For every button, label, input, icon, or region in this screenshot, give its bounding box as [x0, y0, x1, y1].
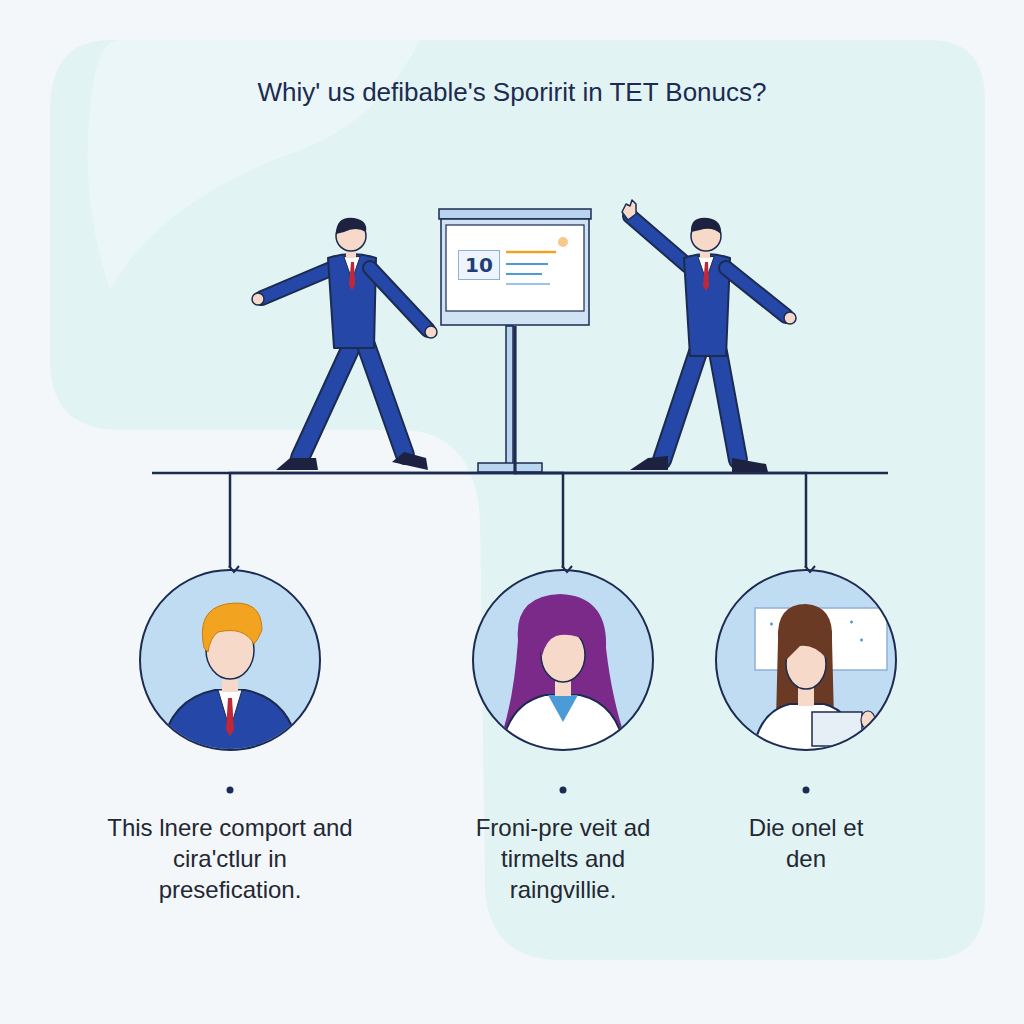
caption-text: Die onel et den — [746, 812, 866, 874]
avatar-woman — [473, 570, 653, 760]
avatar-circle: This lnere comport and cira'ctlur in pre… — [100, 570, 360, 906]
screen-number: 10 — [458, 250, 500, 280]
connector-arrow — [515, 326, 806, 568]
diagram-title: Whiy' us defibable's Sporirit in TET Bon… — [212, 70, 812, 115]
connector-arrow — [230, 326, 515, 568]
connector-arrow — [515, 326, 563, 568]
circle-outline — [433, 570, 693, 752]
board-stand — [506, 326, 513, 466]
presentation-board: 10 — [438, 208, 592, 326]
board-base — [478, 463, 542, 472]
bullet-dot — [803, 787, 810, 794]
circle-outline — [676, 570, 936, 752]
avatar-laptop-woman — [716, 570, 896, 760]
bullet-dot — [560, 787, 567, 794]
bullet-dot — [227, 787, 234, 794]
walking-man — [252, 218, 437, 470]
circle-outline — [100, 570, 360, 752]
caption-text: This lnere comport and cira'ctlur in pre… — [105, 812, 355, 906]
caption-text: Froni-pre veit ad tirmelts and raingvill… — [453, 812, 673, 906]
waving-man — [622, 200, 796, 472]
avatar-man — [140, 570, 320, 760]
avatar-circle: Die onel et den — [676, 570, 936, 874]
avatar-circle: Froni-pre veit ad tirmelts and raingvill… — [433, 570, 693, 906]
background-blob — [50, 40, 985, 960]
